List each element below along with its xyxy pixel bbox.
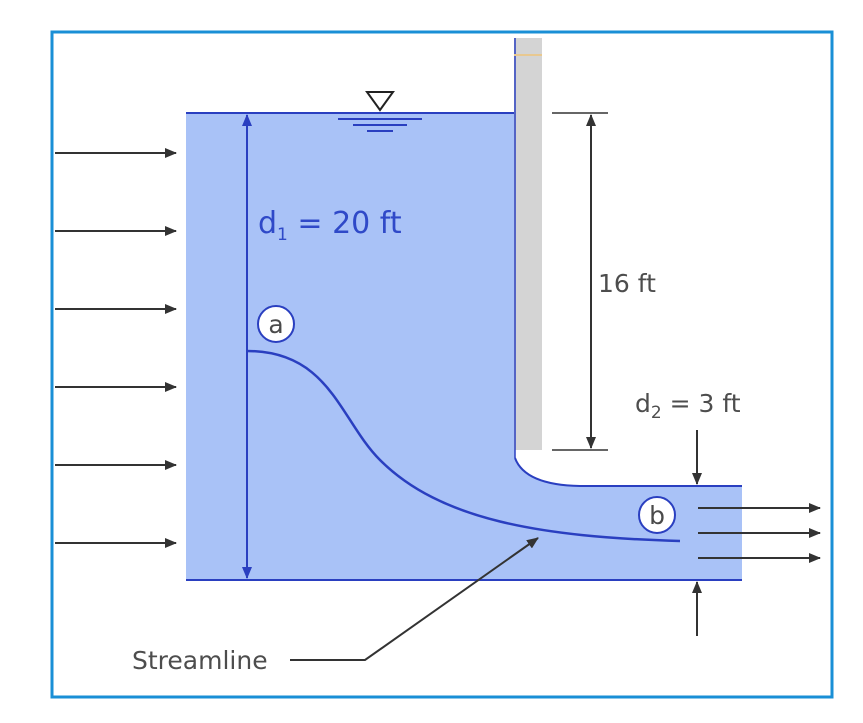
streamline-leader [290,537,539,661]
gate-height-label: 16 ft [598,269,656,298]
point-b-label: b [649,501,665,530]
sluice-gate [514,38,542,450]
d1-label: d1 = 20 ft [258,206,402,245]
inflow-arrows [55,148,177,548]
downstream-surface-line [514,457,742,487]
d2-label: d2 = 3 ft [635,389,741,423]
point-a-marker: a [257,305,295,343]
outflow-arrows [698,503,821,563]
point-a-label: a [268,310,283,339]
water-body [186,113,742,580]
streamline-curve [246,349,681,543]
free-surface-symbol [338,91,422,132]
point-b-marker: b [638,496,676,534]
streamline-label: Streamline [132,646,268,675]
